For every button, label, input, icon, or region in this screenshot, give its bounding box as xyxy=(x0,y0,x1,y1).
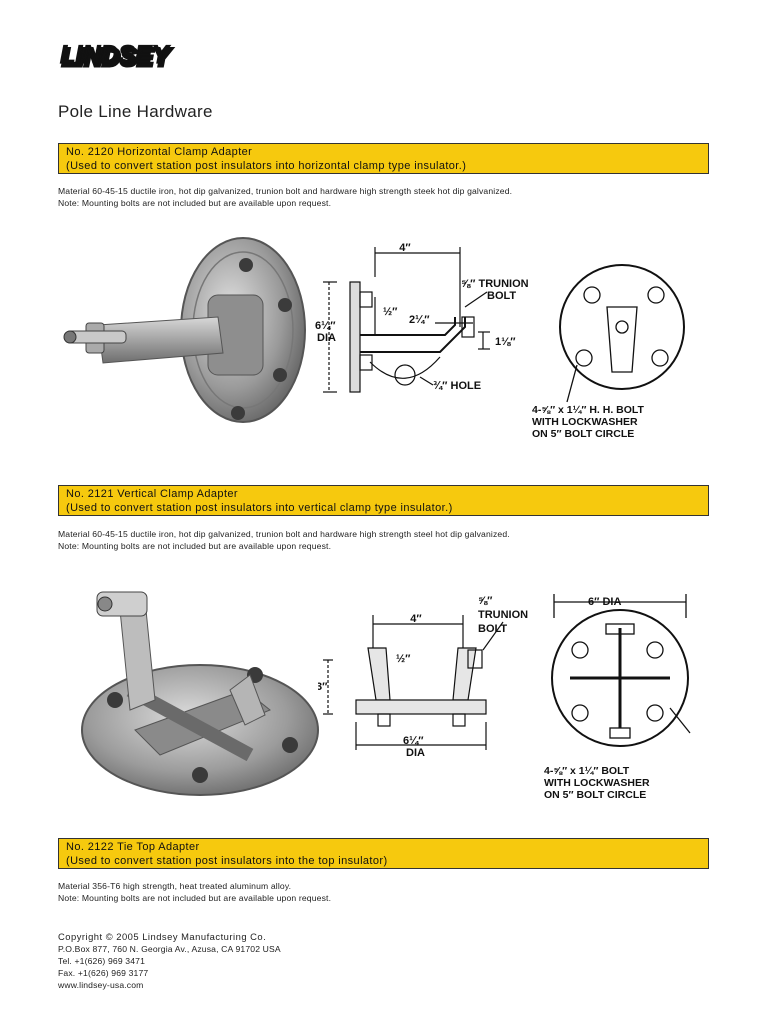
bolt-spec-line-3: ON 5″ BOLT CIRCLE xyxy=(532,428,634,440)
bolt-spec-line-3: ON 5″ BOLT CIRCLE xyxy=(544,789,646,801)
section-title: No. 2121 Vertical Clamp Adapter xyxy=(66,488,238,500)
dim-two-quarter-label: 2¼″ xyxy=(409,314,430,326)
vertical-clamp-side-drawing: 4″ ½″ 3″ 6¼″ DIA ⅝″ TRUNION BOLT xyxy=(318,595,528,759)
section-title: No. 2120 Horizontal Clamp Adapter xyxy=(66,146,253,158)
dim-one-eighth-label: 1⅛″ xyxy=(495,336,516,348)
dim-width-label: 4″ xyxy=(399,242,411,254)
trunion-label-2: BOLT xyxy=(487,290,516,302)
hole-label: ¾″ HOLE xyxy=(433,380,481,392)
address-text: P.O.Box 877, 760 N. Georgia Av., Azusa, … xyxy=(58,944,281,954)
section-subtitle: (Used to convert station post insulators… xyxy=(66,160,467,172)
vertical-clamp-top-drawing: 6″ DIA 4-⅝″ x 1¼″ BOLT WITH LOCKWASHER O… xyxy=(544,594,691,801)
section-description-2120: Material 60-45-15 ductile iron, hot dip … xyxy=(58,185,512,209)
trunion-label-3: BOLT xyxy=(478,623,507,635)
copyright-text: Copyright © 2005 Lindsey Manufacturing C… xyxy=(58,931,267,942)
material-text: Material 60-45-15 ductile iron, hot dip … xyxy=(58,186,513,196)
dim-half-label: ½″ xyxy=(383,306,398,318)
dim-dia-label: 6¼″ xyxy=(315,320,336,332)
trunion-label-2: TRUNION xyxy=(478,609,528,621)
section-header-2122: No. 2122 Tie Top Adapter (Used to conver… xyxy=(58,838,709,869)
section-description-2122: Material 356-T6 high strength, heat trea… xyxy=(58,880,331,904)
bolt-spec-line-2: WITH LOCKWASHER xyxy=(544,777,650,789)
note-text: Note: Mounting bolts are not included bu… xyxy=(58,541,332,551)
footer: Copyright © 2005 Lindsey Manufacturing C… xyxy=(58,931,281,991)
horizontal-clamp-side-drawing: 4″ 6¼″ DIA ½″ 2¼″ 1⅛″ ⅝″ TRUNION BOLT ¾″… xyxy=(315,242,529,393)
section-header-2120: No. 2120 Horizontal Clamp Adapter (Used … xyxy=(58,143,709,174)
horizontal-clamp-adapter-photo xyxy=(63,237,306,423)
section-subtitle: (Used to convert station post insulators… xyxy=(66,502,453,514)
logo-text: LINDSEY xyxy=(60,41,171,69)
top-dia-label: 6″ DIA xyxy=(588,596,621,608)
fax-text: Fax. +1(626) 969 3177 xyxy=(58,968,149,978)
dim-half-label: ½″ xyxy=(396,653,411,665)
material-text: Material 356-T6 high strength, heat trea… xyxy=(58,881,292,891)
trunion-label-1: ⅝″ TRUNION xyxy=(461,278,529,290)
website-link[interactable]: www.lindsey-usa.com xyxy=(58,980,144,990)
logo-text-shadow: LINDSEY xyxy=(62,44,173,72)
note-text: Note: Mounting bolts are not included bu… xyxy=(58,893,332,903)
dia-word-label: DIA xyxy=(317,332,336,344)
bolt-spec-line-1: 4-⅝″ x 1¼″ BOLT xyxy=(544,765,630,777)
trunion-label-1: ⅝″ xyxy=(478,595,493,607)
dim-width-label: 4″ xyxy=(410,613,422,625)
bolt-spec-line-1: 4-⅝″ x 1¼″ H. H. BOLT xyxy=(532,404,645,416)
tel-text: Tel. +1(626) 969 3471 xyxy=(58,956,146,966)
section-description-2121: Material 60-45-15 ductile iron, hot dip … xyxy=(58,528,510,552)
section-title: No. 2122 Tie Top Adapter xyxy=(66,841,200,853)
dim-height-label: 3″ xyxy=(318,681,328,693)
section-subtitle: (Used to convert station post insulators… xyxy=(66,855,388,867)
section-header-2121: No. 2121 Vertical Clamp Adapter (Used to… xyxy=(58,485,709,516)
dia-word-label: DIA xyxy=(406,747,425,759)
horizontal-clamp-top-drawing: 4-⅝″ x 1¼″ H. H. BOLT WITH LOCKWASHER ON… xyxy=(532,264,685,440)
vertical-clamp-adapter-photo xyxy=(81,591,319,796)
page-title: Pole Line Hardware xyxy=(58,102,213,121)
material-text: Material 60-45-15 ductile iron, hot dip … xyxy=(58,529,510,539)
note-text: Note: Mounting bolts are not included bu… xyxy=(58,198,332,208)
dim-dia-label: 6¼″ xyxy=(403,735,424,747)
lindsey-logo: LINDSEY LINDSEY xyxy=(59,40,174,73)
bolt-spec-line-2: WITH LOCKWASHER xyxy=(532,416,638,428)
